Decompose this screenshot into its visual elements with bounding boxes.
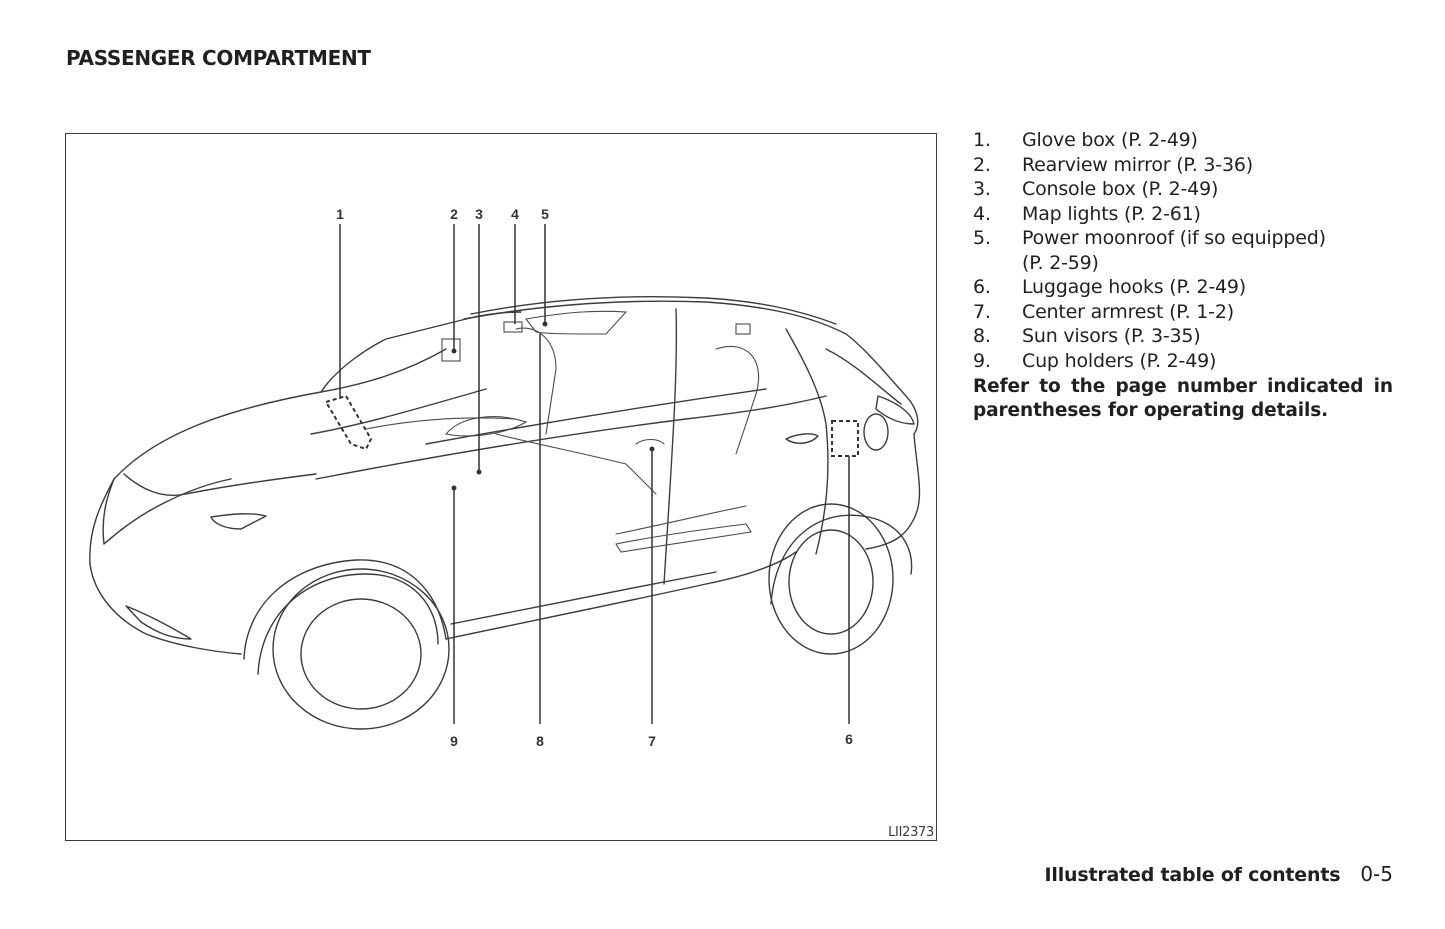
legend-item: 8. Sun visors (P. 3-35) xyxy=(973,324,1393,349)
legend-note: Refer to the page number indicated in pa… xyxy=(973,376,1393,421)
legend-item-number: 4. xyxy=(973,202,991,225)
callout-3: 3 xyxy=(475,206,483,222)
legend-item-number: 1. xyxy=(973,129,991,151)
passenger-compartment-figure: 1 2 3 4 5 9 8 7 6 LII2373 xyxy=(65,133,937,841)
fog-light xyxy=(125,605,192,640)
fender-crease xyxy=(210,513,267,530)
section-title: PASSENGER COMPARTMENT xyxy=(66,46,371,70)
windshield-base xyxy=(310,388,487,435)
side-sill-lower xyxy=(450,571,717,625)
footer-section-label: Illustrated table of contents xyxy=(1044,864,1341,886)
legend-item: 4. Map lights (P. 2-61) xyxy=(973,202,1393,227)
callout-4: 4 xyxy=(511,206,519,222)
legend-item: 6. Luggage hooks (P. 2-49) xyxy=(973,275,1393,300)
legend-item: 7. Center armrest (P. 1-2) xyxy=(973,300,1393,325)
rearview-mirror xyxy=(441,338,461,362)
callout-5: 5 xyxy=(541,206,549,222)
b-pillar xyxy=(663,308,678,585)
rear-door-handle xyxy=(785,433,819,444)
rear-hatch xyxy=(845,333,919,435)
leader-3-dot xyxy=(476,469,482,475)
legend-list: 1. Glove box (P. 2-49) 2. Rearview mirro… xyxy=(973,128,1393,373)
legend-item-text: Rearview mirror (P. 3-36) xyxy=(1022,153,1253,176)
front-seat xyxy=(515,327,557,435)
legend-item-number: 9. xyxy=(973,349,991,372)
side-sill xyxy=(445,551,797,640)
hood-outline xyxy=(113,348,447,480)
legend-item: 9. Cup holders (P. 2-49) xyxy=(973,349,1393,374)
callout-9: 9 xyxy=(450,733,458,749)
legend-item: 5. Power moonroof (if so equipped) xyxy=(973,226,1393,251)
rear-hatch-inner xyxy=(825,348,902,405)
front-wheel-arch xyxy=(243,559,447,660)
belt-line xyxy=(315,395,827,480)
legend-item: 1. Glove box (P. 2-49) xyxy=(973,128,1393,153)
front-wheel xyxy=(272,568,450,730)
roof-line xyxy=(463,300,847,335)
callout-2: 2 xyxy=(450,206,458,222)
c-pillar xyxy=(785,328,829,555)
rear-hub xyxy=(788,529,874,635)
moonroof xyxy=(525,310,628,335)
page-number: 0-5 xyxy=(1360,862,1393,886)
leader-5-dot xyxy=(542,321,548,327)
headlight xyxy=(123,473,317,496)
roof-rail xyxy=(470,296,837,325)
legend-item-number: 3. xyxy=(973,178,991,200)
legend-item-number: 5. xyxy=(973,227,991,249)
dashboard xyxy=(365,417,517,430)
legend-item-text: Cup holders (P. 2-49) xyxy=(1022,349,1217,372)
legend-item-number xyxy=(973,251,1022,276)
rear-wheel-arch xyxy=(770,514,913,605)
front-wheel-arch-inner xyxy=(257,573,439,675)
car-illustration: 1 2 3 4 5 9 8 7 6 xyxy=(89,206,921,749)
car-body xyxy=(89,296,921,730)
legend-item-text: Glove box (P. 2-49) xyxy=(1022,129,1198,151)
front-fascia xyxy=(89,478,242,655)
front-door-sill xyxy=(615,523,752,553)
legend-item-number: 7. xyxy=(973,300,991,323)
bottom-leaders xyxy=(451,334,850,724)
steering-wheel xyxy=(444,416,528,437)
glove-box-area xyxy=(324,394,373,451)
callout-7: 7 xyxy=(648,733,656,749)
map-light xyxy=(503,321,523,333)
legend-item-text: Power moonroof (if so equipped) xyxy=(1022,227,1326,249)
armrest xyxy=(635,438,665,445)
page-footer: Illustrated table of contents 0-5 xyxy=(1045,862,1393,886)
callout-1: 1 xyxy=(336,206,344,222)
luggage-hook-area xyxy=(831,420,859,457)
legend-item-number: 6. xyxy=(973,276,991,298)
legend-item-continuation: (P. 2-59) xyxy=(973,251,1393,276)
top-leaders xyxy=(339,224,548,475)
leader-2-dot xyxy=(451,348,457,354)
console xyxy=(495,433,657,495)
rear-wheel xyxy=(768,503,894,655)
rear-headrest-marker xyxy=(735,323,751,335)
legend-item-text: Center armrest (P. 1-2) xyxy=(1022,300,1234,323)
tail-light xyxy=(875,395,915,425)
callout-8: 8 xyxy=(536,733,544,749)
legend-item: 3. Console box (P. 2-49) xyxy=(973,177,1393,202)
grille xyxy=(102,478,232,545)
legend-item-text: Map lights (P. 2-61) xyxy=(1022,202,1201,225)
legend-item: 2. Rearview mirror (P. 3-36) xyxy=(973,153,1393,178)
leader-9-dot xyxy=(451,485,457,491)
front-hub xyxy=(300,598,422,710)
legend-item-number: 2. xyxy=(973,153,991,176)
callout-6: 6 xyxy=(845,731,853,747)
windshield-outline xyxy=(320,311,522,393)
rear-seat xyxy=(715,345,760,455)
legend-item-text: Luggage hooks (P. 2-49) xyxy=(1022,276,1247,298)
fuel-door xyxy=(863,413,889,451)
rear-bumper xyxy=(865,433,921,550)
figure-id: LII2373 xyxy=(888,825,934,840)
legend-item-text: (P. 2-59) xyxy=(1022,251,1099,274)
legend-item-number: 8. xyxy=(973,325,991,347)
legend-item-text: Sun visors (P. 3-35) xyxy=(1022,325,1201,347)
rear-footwell xyxy=(615,505,747,535)
leader-7-dot xyxy=(649,446,655,452)
legend-item-text: Console box (P. 2-49) xyxy=(1022,178,1219,200)
